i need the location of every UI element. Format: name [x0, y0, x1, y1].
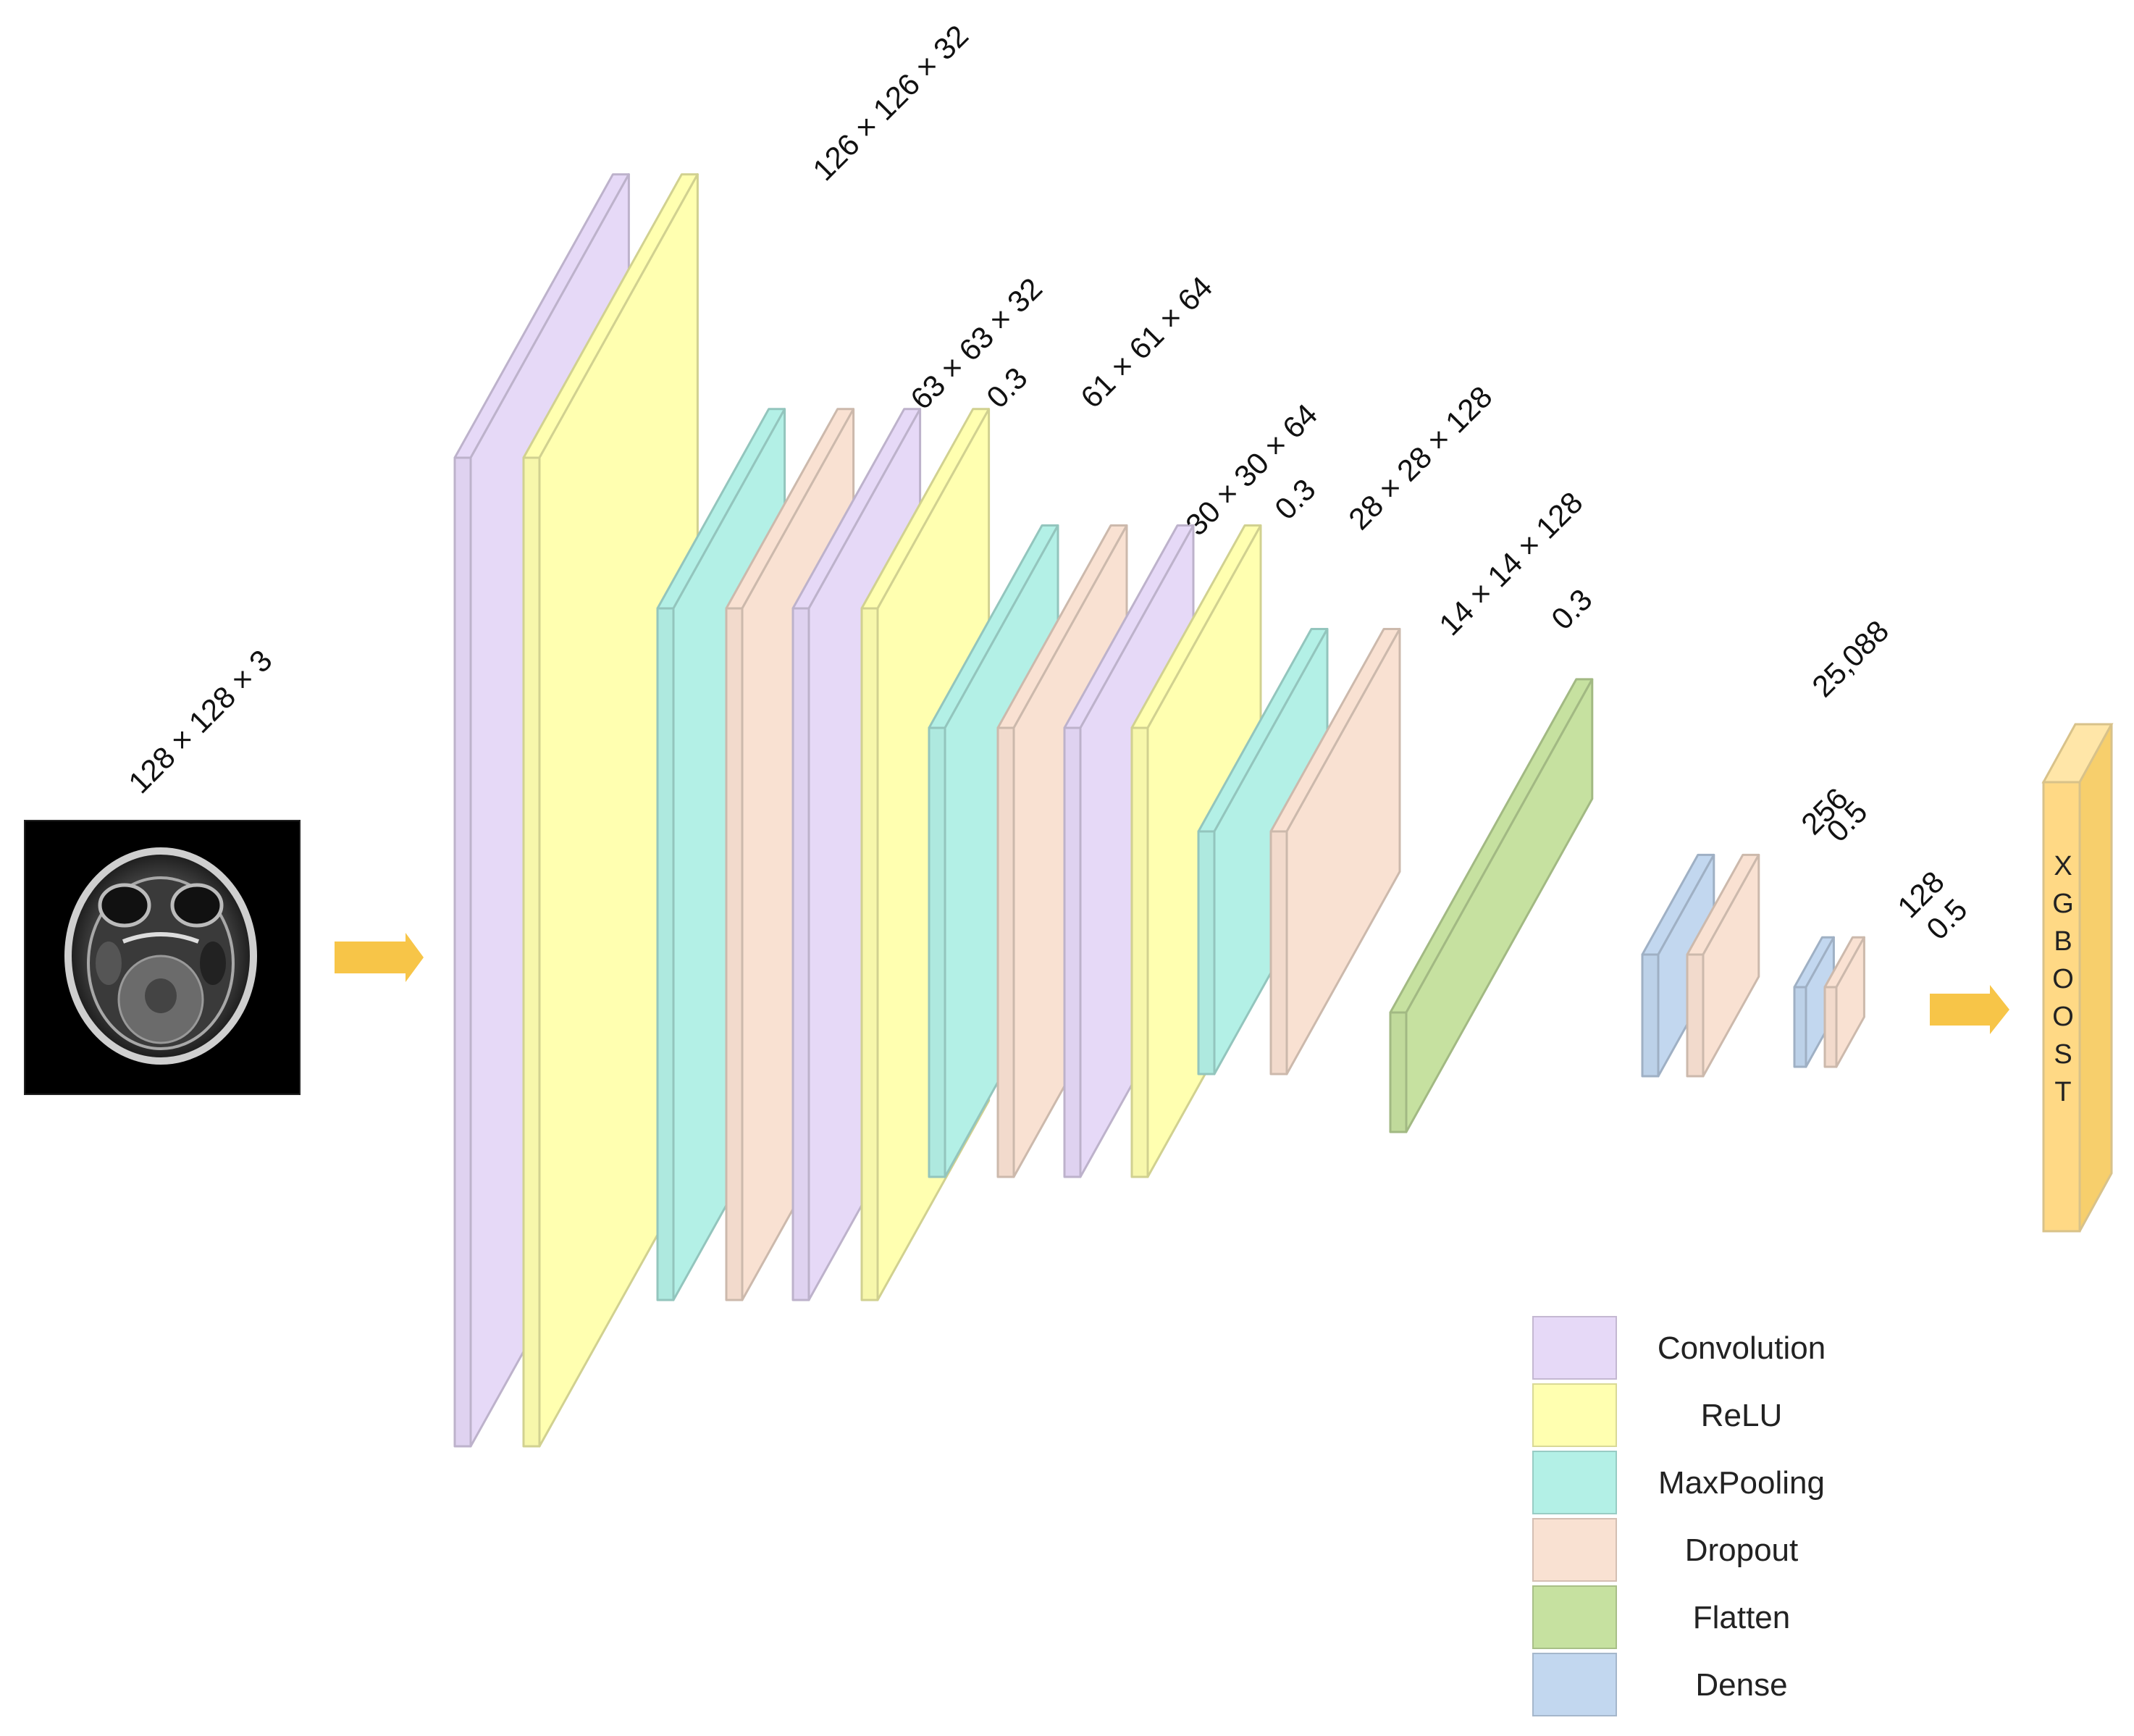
xgboost-letter: B [2054, 926, 2072, 957]
legend-label: ReLU [1701, 1398, 1783, 1433]
xgboost-letter: O [2052, 1002, 2074, 1032]
legend-swatch [1532, 1383, 1617, 1447]
legend-swatch [1532, 1585, 1617, 1649]
input-arrow [335, 933, 424, 982]
layer-dense2 [1793, 936, 1835, 1068]
layer-flatten [1389, 678, 1594, 1133]
legend-swatch [1532, 1653, 1617, 1716]
legend-swatch [1532, 1518, 1617, 1582]
xgboost-letter: O [2052, 964, 2074, 994]
legend-label: MaxPooling [1658, 1465, 1825, 1501]
label-pool1: 63 × 63 × 32 [904, 271, 1049, 416]
layer-drop3 [1269, 628, 1401, 1075]
legend-label: Convolution [1658, 1330, 1826, 1366]
label-drop2: 0.3 [1268, 472, 1322, 527]
layer-dense1 [1641, 853, 1715, 1078]
label-drop1: 0.3 [980, 361, 1034, 415]
xgboost-letter: X [2054, 851, 2072, 881]
legend-label: Dropout [1685, 1532, 1799, 1568]
xgboost-letter: G [2052, 889, 2074, 919]
legend-label: Dense [1695, 1667, 1787, 1703]
legend-swatch [1532, 1451, 1617, 1514]
label-relu3: 28 × 28 × 128 [1342, 380, 1499, 537]
label-pool2: 30 × 30 × 64 [1179, 397, 1324, 542]
output-arrow [1930, 985, 2009, 1034]
layer-drop5 [1823, 936, 1865, 1068]
label-relu1: 126 × 126 × 32 [806, 18, 975, 187]
label-drop3: 0.3 [1545, 582, 1599, 637]
xgboost-block [2041, 723, 2114, 1233]
input-image [24, 820, 301, 1095]
legend-swatch [1532, 1316, 1617, 1380]
xgboost-letter: S [2054, 1039, 2072, 1070]
layer-stack [453, 173, 1865, 1448]
xgboost-letter: T [2054, 1077, 2071, 1107]
label-flatten: 25,088 [1805, 613, 1895, 703]
layer-drop4 [1686, 853, 1760, 1078]
input-label: 128 × 128 × 3 [122, 643, 279, 800]
legend-label: Flatten [1693, 1600, 1791, 1635]
label-relu2: 61 × 61 × 64 [1074, 269, 1219, 414]
